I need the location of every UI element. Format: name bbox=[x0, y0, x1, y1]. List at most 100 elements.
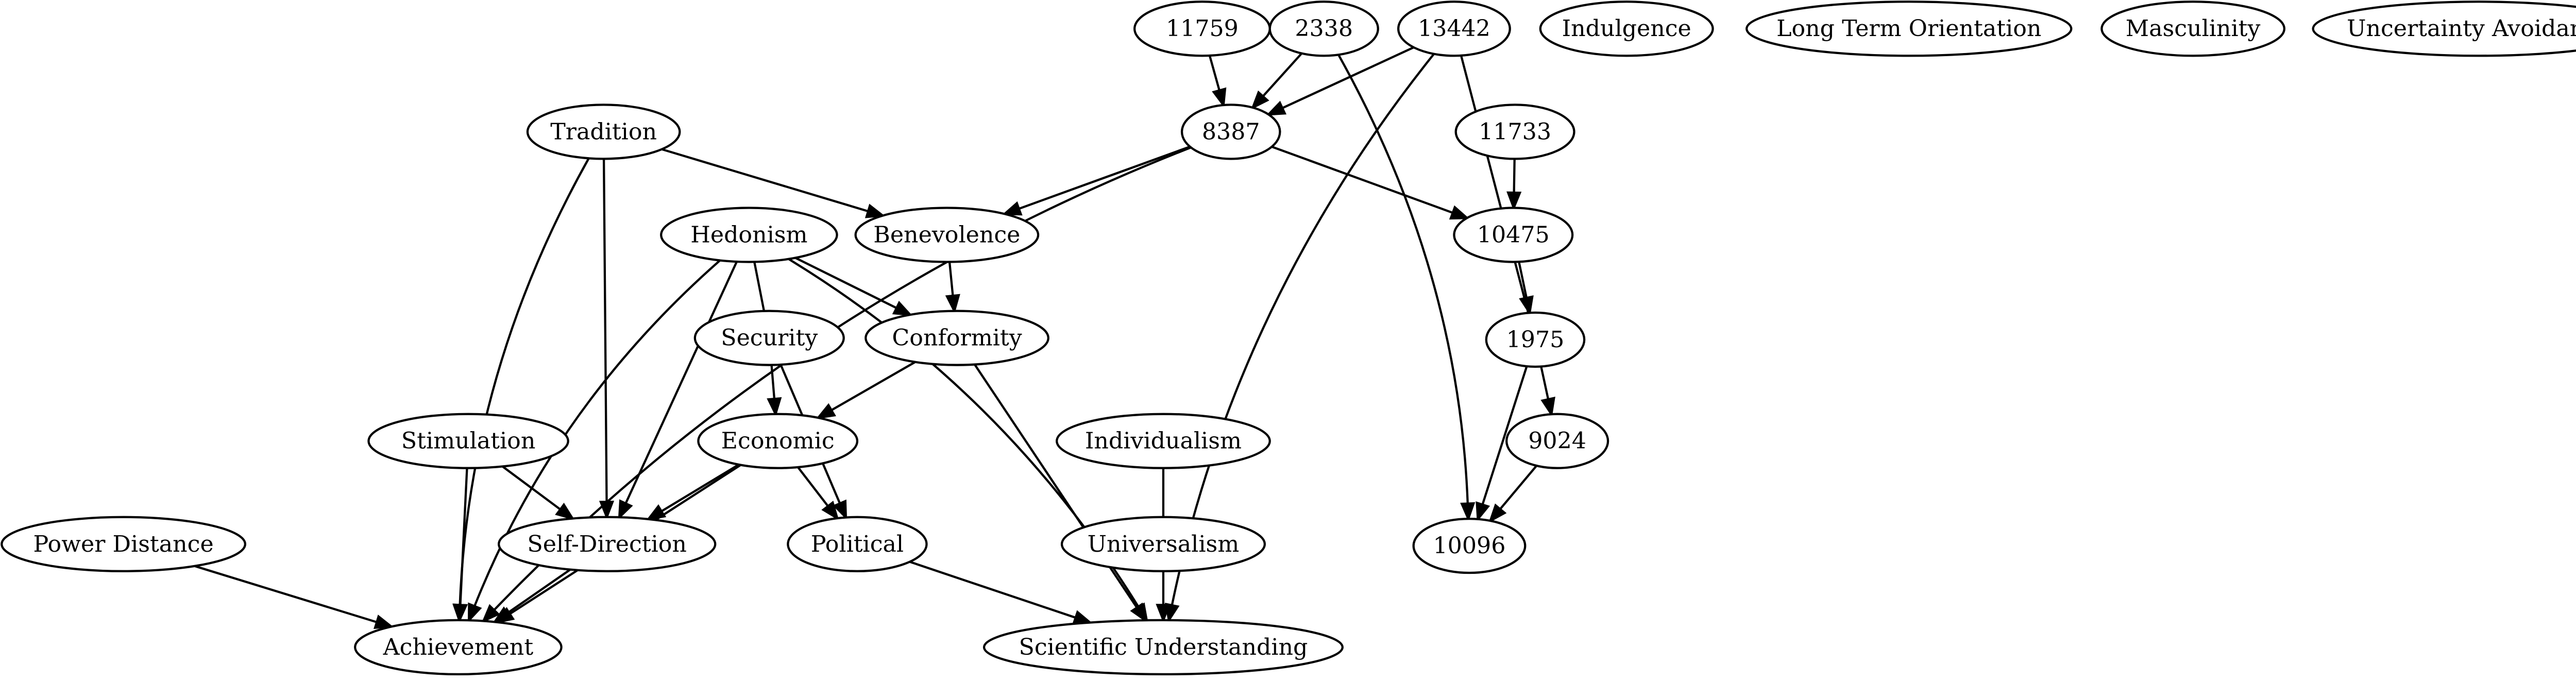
node-label: Tradition bbox=[550, 118, 657, 145]
node-ellipse bbox=[1745, 1, 2073, 57]
edge-line bbox=[797, 466, 829, 507]
edge-line bbox=[1262, 53, 1303, 97]
edge-n11733-to-n10475 bbox=[1506, 159, 1522, 211]
node-selfdirection: Self-Direction bbox=[498, 516, 717, 572]
node-label: Achievement bbox=[383, 634, 534, 660]
edge-n8387-to-benevolence bbox=[1002, 145, 1191, 216]
node-ellipse bbox=[982, 619, 1344, 676]
edge-line bbox=[624, 261, 738, 504]
node-ellipse bbox=[354, 619, 563, 676]
edge-line bbox=[948, 262, 954, 296]
node-ellipse bbox=[854, 207, 1040, 263]
node-ellipse bbox=[1, 516, 247, 572]
node-label: Indulgence bbox=[1562, 15, 1691, 42]
edge-selfdirection-to-achievement bbox=[492, 568, 571, 624]
node-hedonism: Hedonism bbox=[660, 207, 838, 263]
arrowhead bbox=[821, 501, 839, 521]
edge-line bbox=[661, 148, 869, 213]
node-label: Masculinity bbox=[2126, 15, 2261, 42]
node-n11733: 11733 bbox=[1454, 104, 1575, 160]
node-political: Political bbox=[787, 516, 928, 572]
node-label: 11759 bbox=[1166, 15, 1239, 42]
arrowhead bbox=[1002, 201, 1023, 216]
edge-line bbox=[909, 560, 1076, 619]
node-ellipse bbox=[865, 310, 1049, 366]
arrowhead bbox=[599, 501, 615, 520]
arrowhead bbox=[1265, 100, 1287, 116]
edge-line bbox=[1460, 55, 1530, 313]
arrowhead bbox=[492, 606, 513, 624]
node-conformity: Conformity bbox=[865, 310, 1049, 366]
arrowhead bbox=[1156, 604, 1171, 623]
edge-line bbox=[770, 365, 776, 399]
edge-stimulation-to-achievement bbox=[452, 468, 468, 623]
node-ellipse bbox=[2100, 1, 2285, 57]
node-label: Power Distance bbox=[33, 531, 213, 557]
node-ellipse bbox=[693, 310, 845, 366]
arrowhead bbox=[1250, 90, 1269, 110]
arrowhead bbox=[767, 397, 782, 417]
edge-political-to-sciund bbox=[909, 560, 1093, 625]
edge-n13442-to-n1975 bbox=[1460, 55, 1530, 313]
arrowhead bbox=[1519, 295, 1534, 316]
edge-n2338-to-n8387 bbox=[1250, 53, 1303, 110]
edge-economic-to-political bbox=[797, 466, 839, 521]
node-label: 9024 bbox=[1528, 428, 1586, 454]
arrowhead bbox=[1540, 397, 1555, 417]
arrowhead bbox=[816, 403, 836, 419]
node-ellipse bbox=[697, 413, 859, 469]
edge-conformity-to-economic bbox=[816, 361, 916, 419]
node-indulgence: Indulgence bbox=[1539, 1, 1714, 57]
node-ellipse bbox=[1056, 413, 1271, 469]
arrowhead bbox=[1449, 205, 1470, 220]
node-security: Security bbox=[693, 310, 845, 366]
node-ellipse bbox=[1397, 1, 1511, 57]
edge-n8387-to-n10475 bbox=[1271, 145, 1470, 220]
node-label: Individualism bbox=[1085, 428, 1242, 454]
edge-line bbox=[1282, 46, 1414, 109]
node-n8387: 8387 bbox=[1180, 104, 1281, 160]
node-n11759: 11759 bbox=[1133, 1, 1271, 57]
arrowhead bbox=[1476, 501, 1490, 522]
edge-conformity-to-sciund bbox=[974, 364, 1147, 623]
edge-hedonism-to-selfdirection bbox=[618, 261, 738, 520]
node-ellipse bbox=[1268, 1, 1379, 57]
edge-powerdistance-to-achievement bbox=[194, 565, 395, 629]
node-label: 13442 bbox=[1418, 15, 1490, 42]
edge-economic-to-selfdirection bbox=[646, 464, 740, 521]
node-ellipse bbox=[1485, 311, 1586, 368]
arrowhead bbox=[945, 294, 960, 314]
node-stimulation: Stimulation bbox=[367, 413, 569, 469]
edge-line bbox=[1513, 159, 1516, 193]
node-label: Political bbox=[811, 531, 904, 557]
node-ellipse bbox=[660, 207, 838, 263]
edge-universalism-to-sciund bbox=[1156, 571, 1171, 623]
node-ellipse bbox=[526, 104, 681, 160]
node-benevolence: Benevolence bbox=[854, 207, 1040, 263]
edge-n1975-to-n9024 bbox=[1540, 366, 1555, 417]
node-label: Self-Direction bbox=[527, 531, 687, 557]
node-label: 11733 bbox=[1479, 118, 1551, 145]
edge-line bbox=[1518, 261, 1528, 298]
node-ellipse bbox=[498, 516, 717, 572]
arrowhead bbox=[481, 604, 500, 623]
node-ellipse bbox=[1060, 516, 1266, 572]
arrowhead bbox=[374, 615, 395, 629]
node-powerdistance: Power Distance bbox=[1, 516, 247, 572]
edge-line bbox=[602, 159, 608, 502]
edge-tradition-to-selfdirection bbox=[599, 159, 615, 520]
node-label: Stimulation bbox=[401, 428, 536, 454]
node-label: Long Term Orientation bbox=[1776, 15, 2041, 42]
edge-line bbox=[459, 158, 590, 605]
edge-line bbox=[753, 261, 766, 312]
edge-n10475-to-n1975 bbox=[1518, 261, 1534, 316]
arrowhead bbox=[1212, 87, 1227, 108]
node-sciund: Scientific Understanding bbox=[982, 619, 1344, 676]
edge-line bbox=[1018, 145, 1191, 210]
edge-line bbox=[1499, 465, 1538, 510]
edge-line bbox=[502, 465, 561, 510]
edge-benevolence-to-conformity bbox=[945, 262, 960, 314]
node-ellipse bbox=[787, 516, 928, 572]
arrowhead bbox=[832, 499, 848, 520]
edge-hedonism-to-achievement bbox=[467, 259, 721, 623]
